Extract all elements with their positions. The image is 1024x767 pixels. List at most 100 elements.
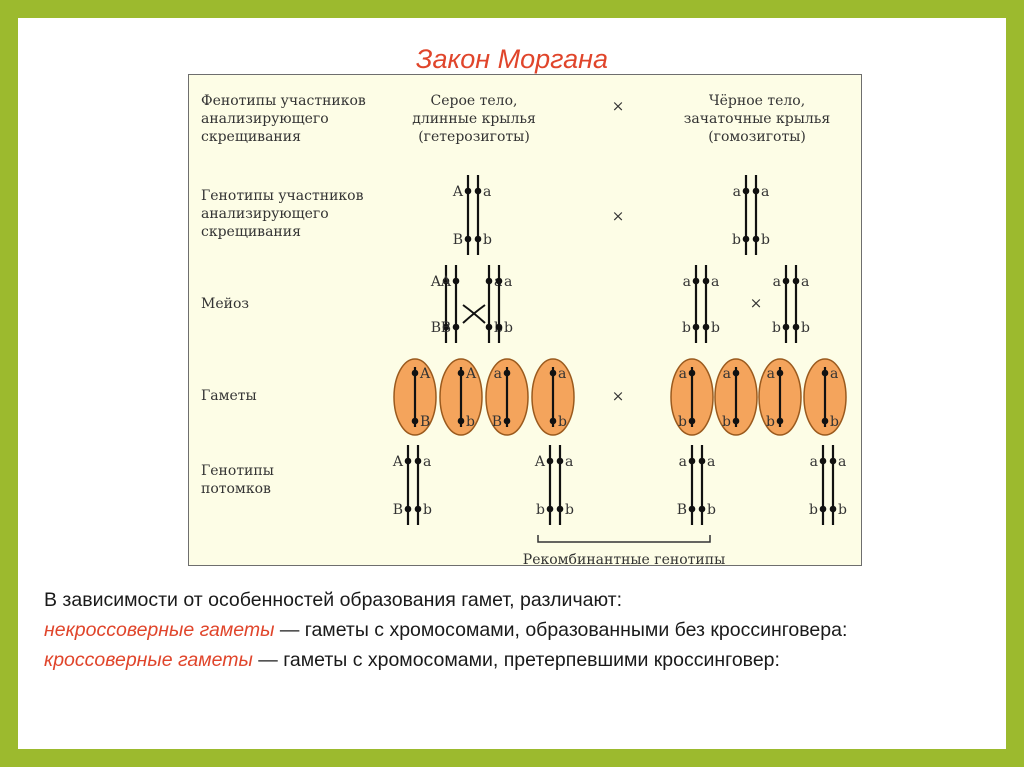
explanation-intro: В зависимости от особенностей образовани… [44,589,622,611]
cross-symbols: × × × × [612,97,763,405]
cross-symbol-genotypes: × [612,207,625,225]
label-phenotypes-3: скрещивания [201,129,301,145]
allele-label: b [483,232,492,248]
allele-locus-dot [698,505,706,513]
allele-label: b [838,502,847,518]
parent2-phenotype-2: зачаточные крылья [684,111,831,127]
allele-label: b [772,320,781,336]
allele-label: A [440,274,452,290]
allele-locus-dot [829,505,837,513]
parent1-phenotype-1: Серое тело, [431,93,518,109]
allele-locus-dot [752,187,760,195]
allele-locus-dot [702,277,710,285]
phenotype-headers: Серое тело, длинные крылья (гетерозиготы… [412,93,830,145]
label-genotypes-2: анализирующего [201,206,329,222]
term-crossover: кроссоверные гаметы [44,649,253,671]
label-meiosis: Мейоз [201,296,249,312]
allele-label: b [801,320,810,336]
allele-locus-dot [474,235,482,243]
label-genotypes-3: скрещивания [201,224,301,240]
allele-locus-dot [702,323,710,331]
allele-locus-dot [776,369,784,377]
allele-label: b [423,502,432,518]
allele-label: a [801,274,809,290]
allele-label: a [679,454,687,470]
allele-label: B [677,502,687,518]
allele-label: B [492,414,502,430]
allele-locus-dot [411,369,419,377]
allele-locus-dot [495,277,503,285]
allele-label: b [558,414,567,430]
allele-locus-dot [404,505,412,513]
parent2-phenotype-1: Чёрное тело, [709,93,805,109]
allele-locus-dot [414,457,422,465]
allele-label: b [678,414,687,430]
allele-label: b [761,232,770,248]
allele-locus-dot [546,457,554,465]
allele-locus-dot [457,369,465,377]
allele-locus-dot [452,323,460,331]
allele-label: b [682,320,691,336]
def-noncrossover: — гаметы с хромосомами, образованными бе… [274,619,848,641]
allele-label: B [393,502,403,518]
allele-label: a [494,366,502,382]
allele-label: a [733,184,741,200]
allele-label: a [423,454,431,470]
allele-label: A [465,366,477,382]
allele-label: B [441,320,451,336]
row-labels: Фенотипы участников анализирующего скрещ… [201,93,366,497]
allele-label: a [830,366,838,382]
allele-locus-dot [776,417,784,425]
allele-label: a [565,454,573,470]
label-gametes: Гаметы [201,388,257,404]
allele-label: b [536,502,545,518]
allele-label: a [679,366,687,382]
allele-label: b [732,232,741,248]
allele-locus-dot [819,457,827,465]
allele-locus-dot [464,187,472,195]
allele-label: b [711,320,720,336]
allele-locus-dot [414,505,422,513]
term-noncrossover: некроссоверные гаметы [44,619,275,641]
allele-label: b [707,502,716,518]
allele-locus-dot [503,369,511,377]
allele-locus-dot [549,417,557,425]
allele-locus-dot [698,457,706,465]
allele-label: A [452,184,464,200]
allele-label: a [711,274,719,290]
allele-locus-dot [688,505,696,513]
allele-label: a [504,274,512,290]
allele-locus-dot [752,235,760,243]
allele-locus-dot [782,277,790,285]
allele-locus-dot [688,417,696,425]
slide: Закон Моргана Фенотипы участников анализ… [18,18,1006,749]
allele-label: b [722,414,731,430]
def-crossover: — гаметы с хромосомами, претерпевшими кр… [252,649,780,671]
allele-label: A [392,454,404,470]
allele-locus-dot [404,457,412,465]
parent1-phenotype-3: (гетерозиготы) [418,129,530,145]
allele-label: a [761,184,769,200]
allele-label: a [767,366,775,382]
explanation-crossover: кроссоверные гаметы — гаметы с хромосома… [44,645,984,675]
allele-label: b [766,414,775,430]
allele-locus-dot [457,417,465,425]
allele-label: a [707,454,715,470]
allele-label: b [504,320,513,336]
allele-label: A [419,366,431,382]
allele-locus-dot [821,417,829,425]
allele-label: A [430,274,442,290]
allele-locus-dot [792,323,800,331]
explanation-noncrossover: некроссоверные гаметы — гаметы с хромосо… [44,615,984,645]
allele-label: b [565,502,574,518]
label-offspring-2: потомков [201,481,271,497]
allele-locus-dot [688,369,696,377]
allele-label: a [773,274,781,290]
parent1-phenotype-2: длинные крылья [412,111,536,127]
recombinant-label: Рекомбинантные генотипы [523,552,725,565]
allele-locus-dot [732,369,740,377]
allele-locus-dot [411,417,419,425]
allele-locus-dot [442,277,450,285]
allele-locus-dot [485,323,493,331]
allele-label: a [838,454,846,470]
